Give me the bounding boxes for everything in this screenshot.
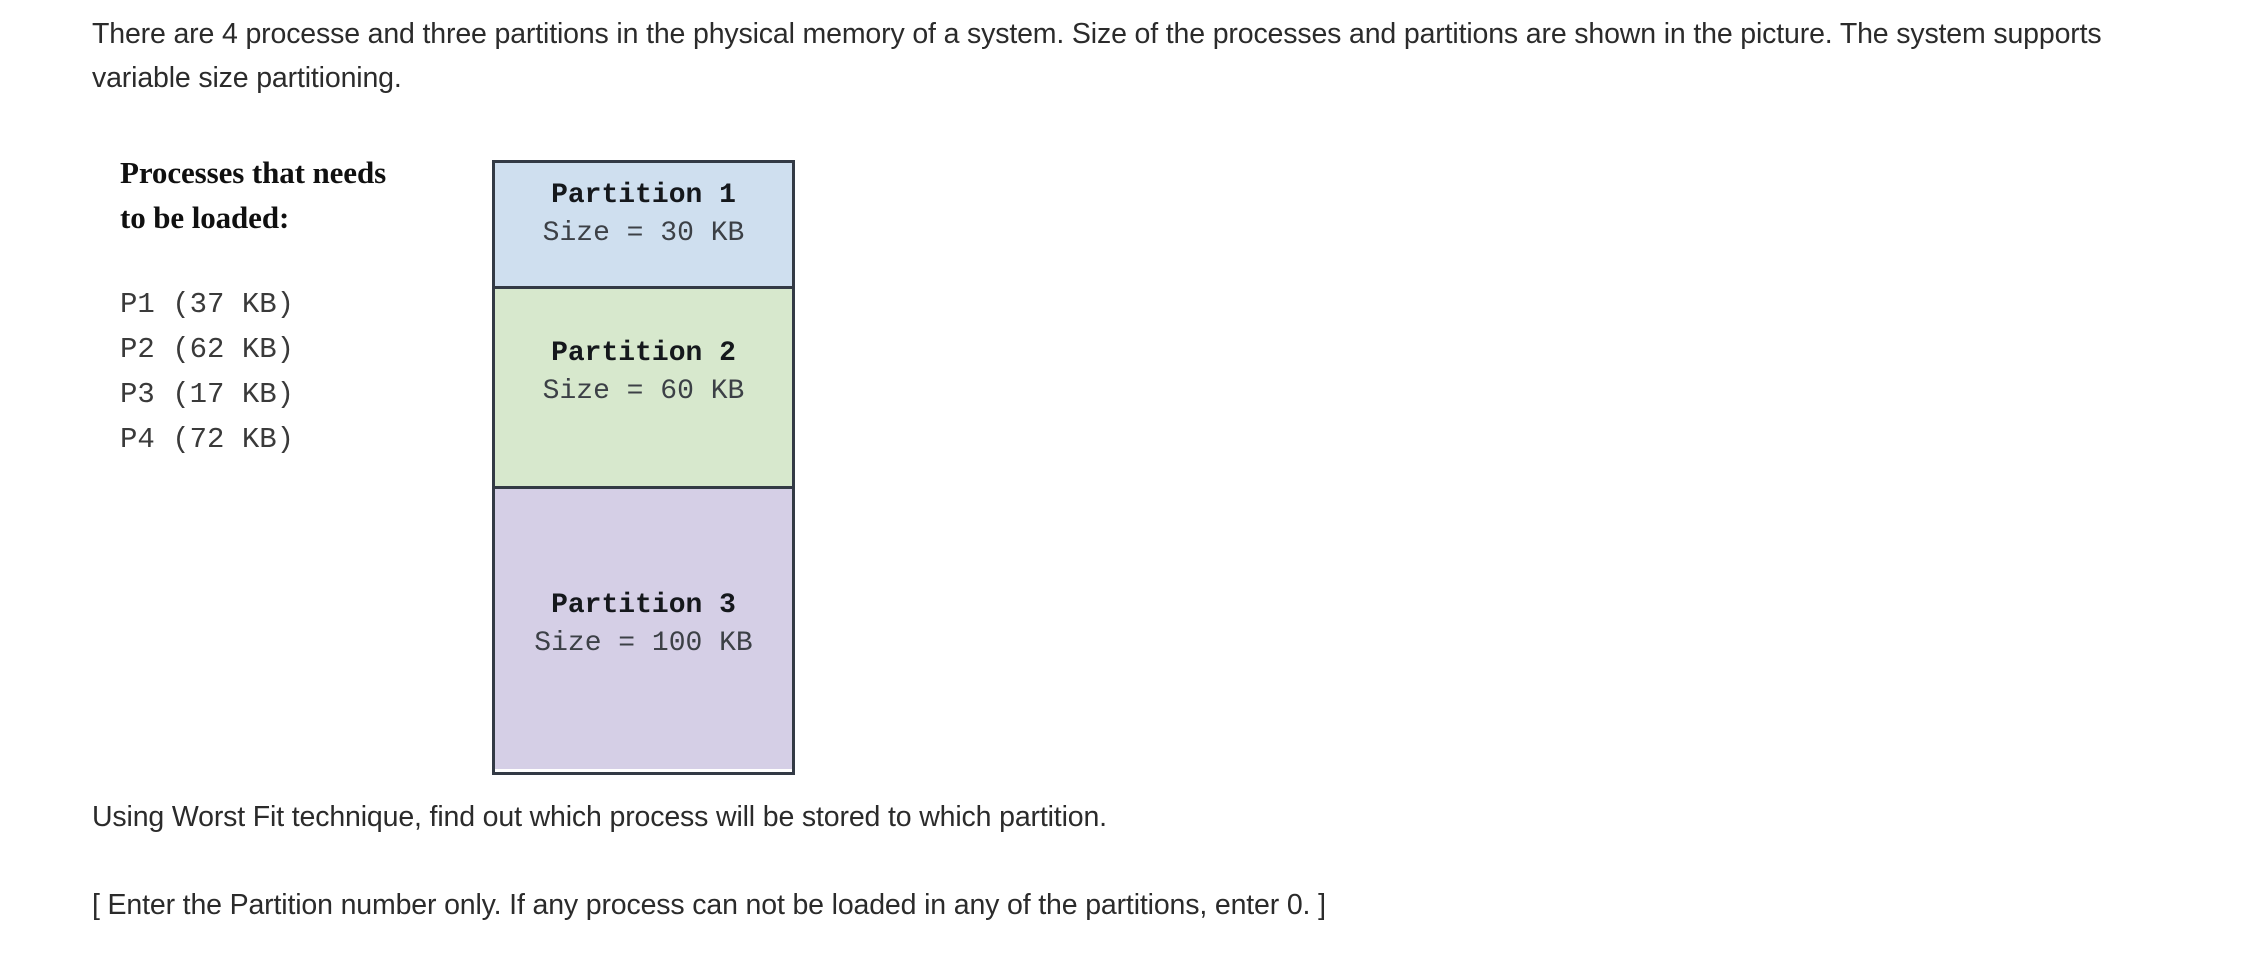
question-intro-text: There are 4 processe and three partition… — [92, 18, 2102, 94]
processes-heading-line-1: Processes that needs — [120, 155, 387, 190]
list-item-p2: P2 (62 KB) — [120, 333, 295, 366]
partition-block-2: Partition 2 Size = 60 KB — [495, 286, 792, 486]
partition-3-size: Size = 100 KB — [534, 628, 753, 659]
partition-2-size: Size = 60 KB — [542, 375, 745, 407]
processes-panel: Processes that needs to be loaded: P1 (3… — [120, 150, 480, 462]
figure-container: Processes that needs to be loaded: P1 (3… — [0, 150, 2252, 790]
question-answer-format-note: [ Enter the Partition number only. If an… — [92, 889, 1326, 921]
memory-partition-diagram: Partition 1 Size = 30 KB Partition 2 Siz… — [492, 160, 795, 775]
partition-2-title: Partition 2 — [551, 337, 736, 369]
partition-block-1: Partition 1 Size = 30 KB — [495, 163, 792, 286]
partition-1-title: Partition 1 — [551, 180, 736, 211]
partition-block-3: Partition 3 Size = 100 KB — [495, 486, 792, 769]
question-instruction-text: Using Worst Fit technique, find out whic… — [92, 801, 1107, 833]
processes-heading-line-2: to be loaded: — [120, 200, 290, 235]
processes-panel-heading: Processes that needs to be loaded: — [120, 150, 480, 240]
processes-list: P1 (37 KB) P2 (62 KB) P3 (17 KB) P4 (72 … — [120, 282, 480, 462]
list-item-p1: P1 (37 KB) — [120, 288, 295, 321]
list-item-p4: P4 (72 KB) — [120, 423, 295, 456]
partition-3-title: Partition 3 — [551, 590, 736, 621]
partition-1-size: Size = 30 KB — [542, 218, 745, 249]
list-item-p3: P3 (17 KB) — [120, 378, 295, 411]
